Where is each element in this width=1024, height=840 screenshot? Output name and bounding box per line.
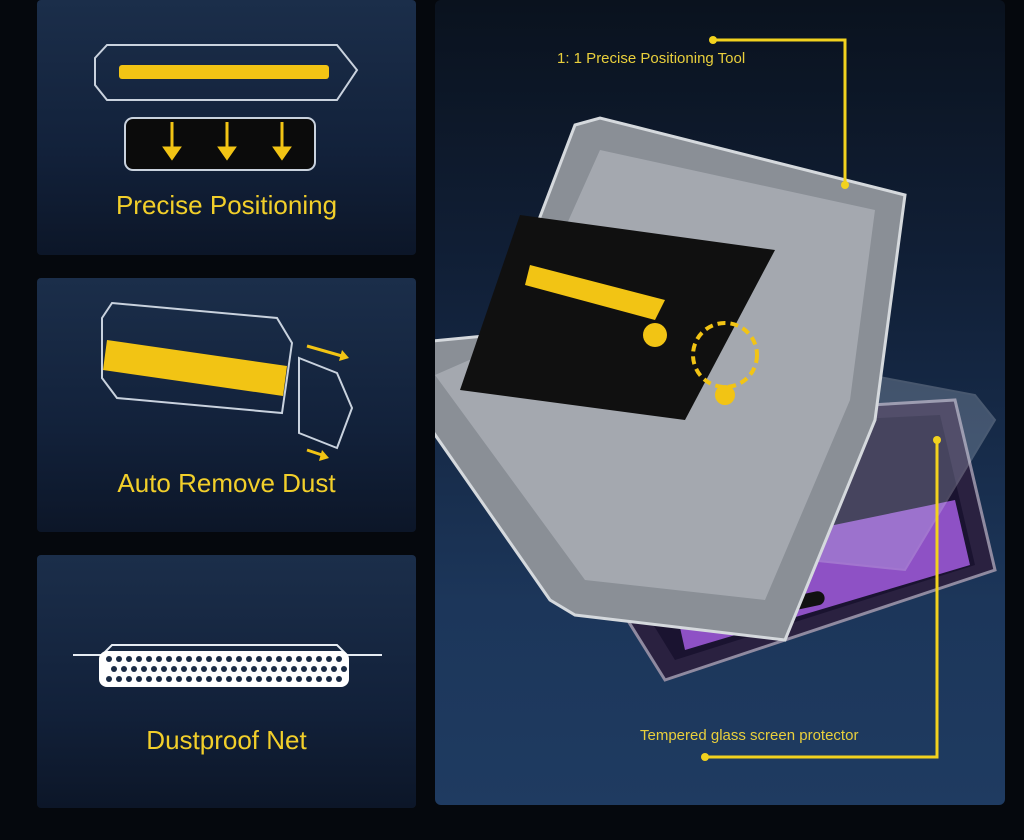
net-hole: [106, 676, 112, 682]
net-hole: [266, 656, 272, 662]
net-hole: [121, 666, 127, 672]
net-hole: [236, 656, 242, 662]
feature-label: Auto Remove Dust: [117, 468, 336, 498]
feature-panel-dustproof-net: Dustproof Net: [37, 555, 416, 808]
net-hole: [316, 656, 322, 662]
net-hole: [181, 666, 187, 672]
net-hole: [131, 666, 137, 672]
net-hole: [241, 666, 247, 672]
product-panel: 1: 1 Precise Positioning Tool Tempered g…: [435, 0, 1005, 805]
net-hole: [246, 676, 252, 682]
feature-panel-auto-remove-dust: Auto Remove Dust: [37, 278, 416, 532]
net-hole: [286, 656, 292, 662]
feature-label: Precise Positioning: [115, 190, 338, 220]
net-hole: [196, 676, 202, 682]
net-hole: [171, 666, 177, 672]
net-hole: [176, 656, 182, 662]
net-hole: [136, 676, 142, 682]
net-hole: [211, 666, 217, 672]
net-hole: [146, 676, 152, 682]
net-hole: [251, 666, 257, 672]
net-hole: [166, 676, 172, 682]
net-hole: [341, 666, 347, 672]
net-hole: [316, 676, 322, 682]
callout-tempered-glass: Tempered glass screen protector: [640, 727, 859, 744]
net-hole: [256, 656, 262, 662]
net-hole: [336, 676, 342, 682]
positioning-tool-icon: [94, 44, 359, 171]
net-hole: [271, 666, 277, 672]
net-hole: [326, 656, 332, 662]
net-hole: [151, 666, 157, 672]
net-hole: [311, 666, 317, 672]
net-hole: [276, 656, 282, 662]
net-hole: [231, 666, 237, 672]
net-hole: [301, 666, 307, 672]
feature-label: Dustproof Net: [146, 725, 307, 755]
net-hole: [326, 676, 332, 682]
net-hole: [296, 676, 302, 682]
net-hole: [216, 656, 222, 662]
net-hole: [136, 656, 142, 662]
net-hole: [146, 656, 152, 662]
net-hole: [331, 666, 337, 672]
net-hole: [201, 666, 207, 672]
net-hole: [206, 676, 212, 682]
net-hole: [281, 666, 287, 672]
net-hole: [291, 666, 297, 672]
net-hole: [111, 666, 117, 672]
net-hole: [321, 666, 327, 672]
net-hole: [296, 656, 302, 662]
net-hole: [176, 676, 182, 682]
feature-panel-precise-positioning: Precise Positioning: [37, 0, 416, 255]
net-hole: [261, 666, 267, 672]
net-hole: [141, 666, 147, 672]
screen-protector-kit-illustration: [435, 36, 997, 761]
callout-positioning-tool: 1: 1 Precise Positioning Tool: [557, 50, 746, 67]
net-hole: [236, 676, 242, 682]
net-hole: [106, 656, 112, 662]
dustproof-net-icon: [73, 644, 382, 687]
net-hole: [126, 656, 132, 662]
net-hole: [226, 676, 232, 682]
net-hole: [116, 656, 122, 662]
net-hole: [221, 666, 227, 672]
net-hole: [186, 656, 192, 662]
net-hole: [156, 676, 162, 682]
net-hole: [306, 656, 312, 662]
net-hole: [256, 676, 262, 682]
net-hole: [116, 676, 122, 682]
net-hole: [226, 656, 232, 662]
net-hole: [336, 656, 342, 662]
net-hole: [206, 656, 212, 662]
net-hole: [196, 656, 202, 662]
net-hole: [216, 676, 222, 682]
net-hole: [286, 676, 292, 682]
net-hole: [166, 656, 172, 662]
net-hole: [186, 676, 192, 682]
net-hole: [161, 666, 167, 672]
net-hole: [246, 656, 252, 662]
dust-removal-icon: [101, 301, 354, 461]
net-hole: [276, 676, 282, 682]
net-hole: [191, 666, 197, 672]
net-hole: [266, 676, 272, 682]
net-hole: [306, 676, 312, 682]
net-hole: [156, 656, 162, 662]
net-hole: [126, 676, 132, 682]
